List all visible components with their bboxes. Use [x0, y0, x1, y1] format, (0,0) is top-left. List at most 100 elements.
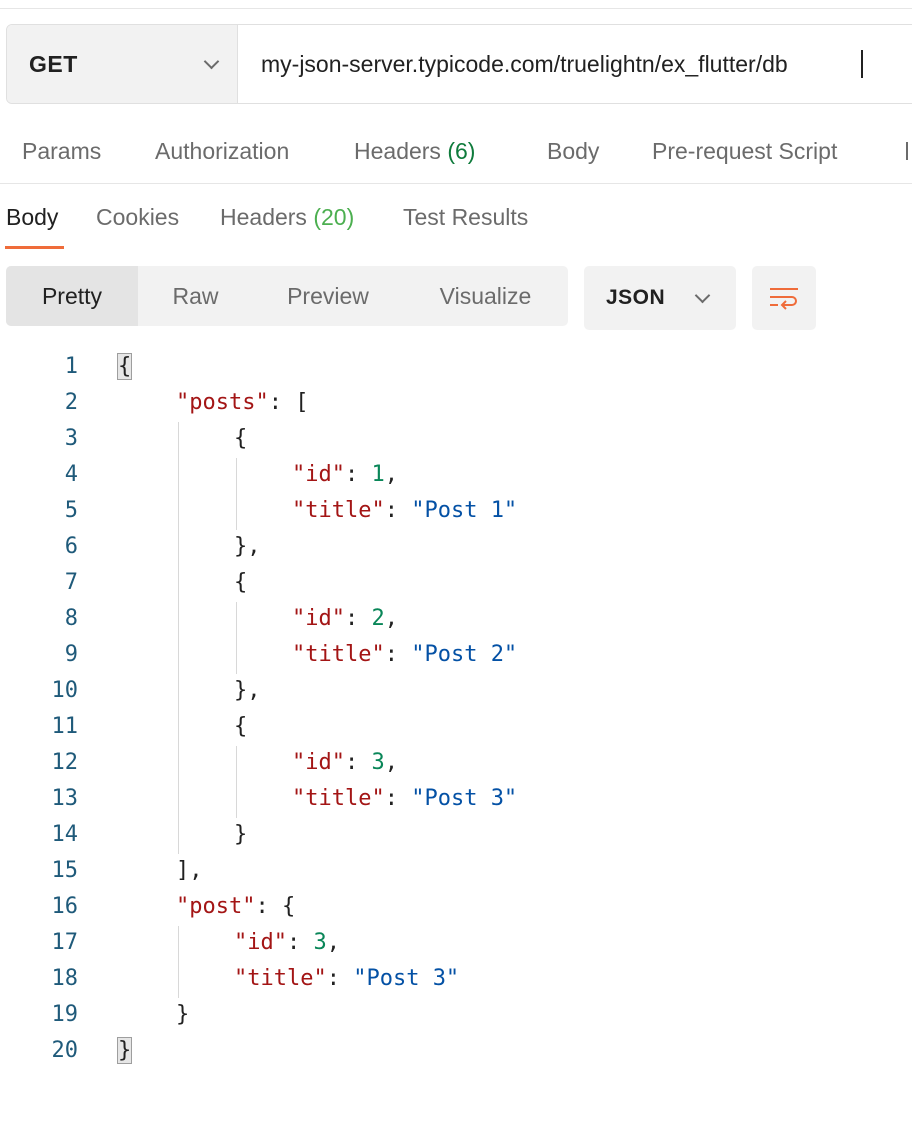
indent-guide — [236, 602, 237, 674]
json-punctuation: : — [344, 606, 372, 631]
response-headers-count: (20) — [313, 204, 355, 230]
line-number: 14 — [51, 822, 79, 847]
json-key: "posts" — [176, 390, 269, 415]
request-tabs: Params Authorization Headers (6) Body Pr… — [0, 122, 912, 184]
line-number: 16 — [51, 894, 79, 919]
line-number: 20 — [51, 1038, 79, 1063]
response-tab-headers[interactable]: Headers (20) — [220, 204, 354, 231]
code-line: "id": 3, — [292, 750, 398, 775]
view-mode-toggle: Pretty Raw Preview Visualize — [6, 266, 568, 326]
json-key: "id" — [292, 606, 345, 631]
response-tab-test-results[interactable]: Test Results — [403, 204, 529, 230]
code-line: { — [234, 714, 247, 739]
headers-count: (6) — [447, 138, 476, 164]
view-preview[interactable]: Preview — [287, 282, 369, 309]
line-number: 19 — [51, 1002, 79, 1027]
line-number: 6 — [64, 534, 78, 559]
line-number: 11 — [51, 714, 79, 739]
json-punctuation: : — [384, 786, 412, 811]
json-punctuation: { — [234, 426, 248, 451]
response-tab-headers-label: Headers — [220, 204, 307, 230]
code-line: "id": 3, — [234, 930, 340, 955]
code-line: ], — [176, 858, 203, 883]
line-number: 1 — [64, 354, 78, 379]
json-punctuation: } — [116, 1037, 133, 1064]
json-key: "id" — [292, 462, 345, 487]
json-key: "title" — [292, 786, 385, 811]
code-line: "id": 2, — [292, 606, 398, 631]
json-number: 2 — [371, 606, 385, 631]
indent-guide — [236, 458, 237, 530]
json-punctuation: : { — [255, 894, 296, 919]
method-select[interactable]: GET — [7, 25, 238, 103]
format-select[interactable]: JSON — [584, 266, 736, 330]
line-number: 13 — [51, 786, 79, 811]
json-punctuation: , — [384, 750, 398, 775]
code-line: { — [234, 570, 247, 595]
code-line: "posts": [ — [176, 390, 308, 415]
response-code-viewer[interactable]: 1 {2 "posts": [ 3 {4 "id": 1, 5 "title": "Post … — [0, 350, 912, 1080]
json-punctuation: { — [116, 353, 133, 380]
tab-overflow-edge — [906, 142, 908, 160]
json-punctuation: : — [286, 930, 314, 955]
code-line: } — [234, 822, 247, 847]
tab-pre-request-script[interactable]: Pre-request Script — [652, 138, 838, 164]
tab-headers[interactable]: Headers (6) — [354, 138, 475, 165]
line-number: 9 — [64, 642, 78, 667]
json-string: "Post 3" — [411, 786, 518, 811]
code-line: "title": "Post 3" — [292, 786, 517, 811]
code-line: }, — [234, 678, 261, 703]
json-key: "id" — [234, 930, 287, 955]
json-punctuation: , — [384, 462, 398, 487]
json-punctuation: }, — [234, 678, 261, 703]
wrap-lines-button[interactable] — [752, 266, 816, 330]
code-line: "title": "Post 3" — [234, 966, 459, 991]
line-number: 7 — [64, 570, 78, 595]
url-input[interactable] — [238, 25, 912, 103]
json-punctuation: : [ — [268, 390, 309, 415]
line-number: 8 — [64, 606, 78, 631]
json-punctuation: : — [326, 966, 354, 991]
tab-body[interactable]: Body — [547, 138, 600, 164]
chevron-down-icon — [203, 53, 220, 69]
code-line: } — [116, 1037, 133, 1064]
json-punctuation: }, — [234, 534, 261, 559]
method-label: GET — [29, 50, 78, 77]
json-key: "post" — [176, 894, 256, 919]
json-punctuation: ], — [176, 858, 203, 883]
format-label: JSON — [606, 286, 666, 309]
json-punctuation: : — [384, 642, 412, 667]
chevron-down-icon — [694, 287, 711, 303]
view-pretty[interactable]: Pretty — [6, 266, 138, 326]
indent-guide — [236, 746, 237, 818]
wrap-lines-icon — [770, 288, 798, 310]
code-line: } — [176, 1002, 189, 1027]
tab-params[interactable]: Params — [22, 138, 102, 164]
json-number: 1 — [371, 462, 385, 487]
line-number: 10 — [51, 678, 79, 703]
response-tab-cookies[interactable]: Cookies — [96, 204, 180, 230]
active-tab-underline — [5, 246, 64, 249]
json-punctuation: , — [326, 930, 340, 955]
line-number: 3 — [64, 426, 78, 451]
text-cursor — [861, 50, 863, 78]
line-number: 2 — [64, 390, 78, 415]
json-punctuation: : — [384, 498, 412, 523]
json-key: "title" — [292, 642, 385, 667]
json-punctuation: : — [344, 462, 372, 487]
code-line: { — [234, 426, 247, 451]
json-number: 3 — [371, 750, 385, 775]
json-key: "title" — [234, 966, 327, 991]
line-number: 4 — [64, 462, 78, 487]
line-number: 17 — [51, 930, 79, 955]
code-line: "title": "Post 1" — [292, 498, 517, 523]
json-number: 3 — [313, 930, 327, 955]
view-visualize[interactable]: Visualize — [439, 282, 532, 309]
response-tabs: Body Cookies Headers (20) Test Results — [0, 186, 912, 250]
line-number: 5 — [64, 498, 78, 523]
json-punctuation: } — [176, 1002, 190, 1027]
view-raw[interactable]: Raw — [172, 282, 219, 309]
code-line: "post": { — [176, 894, 295, 919]
tab-authorization[interactable]: Authorization — [155, 138, 290, 164]
response-tab-body[interactable]: Body — [6, 204, 59, 230]
